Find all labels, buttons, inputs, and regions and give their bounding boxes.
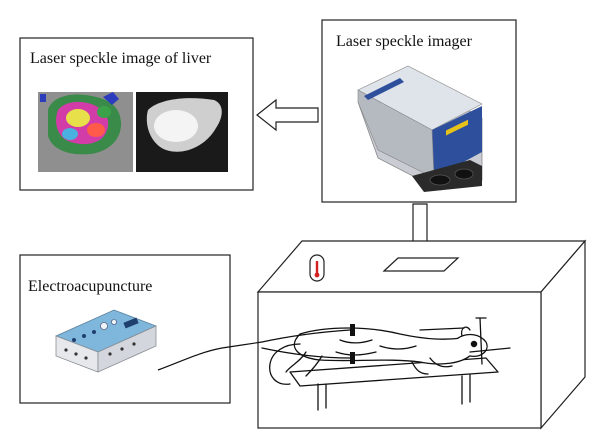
liver-image-panel: Laser speckle image of liver xyxy=(19,37,254,191)
imager-label: Laser speckle imager xyxy=(336,33,473,50)
experiment-box xyxy=(256,239,587,430)
electroacupuncture-label: Electroacupuncture xyxy=(28,278,152,295)
speckle-gray-map-icon xyxy=(136,92,228,172)
electroacupuncture-panel: Electroacupuncture xyxy=(19,254,231,404)
imager-device-icon xyxy=(357,65,483,192)
imager-panel: Laser speckle imager xyxy=(321,19,517,203)
speckle-color-map-icon xyxy=(38,92,133,172)
ea-wire xyxy=(157,341,263,371)
ea-device-icon xyxy=(54,309,158,373)
arrow-left-icon xyxy=(256,98,319,132)
rat-on-table-icon xyxy=(261,317,511,411)
thermometer-icon xyxy=(309,254,325,282)
liver-image-label: Laser speckle image of liver xyxy=(30,50,212,67)
